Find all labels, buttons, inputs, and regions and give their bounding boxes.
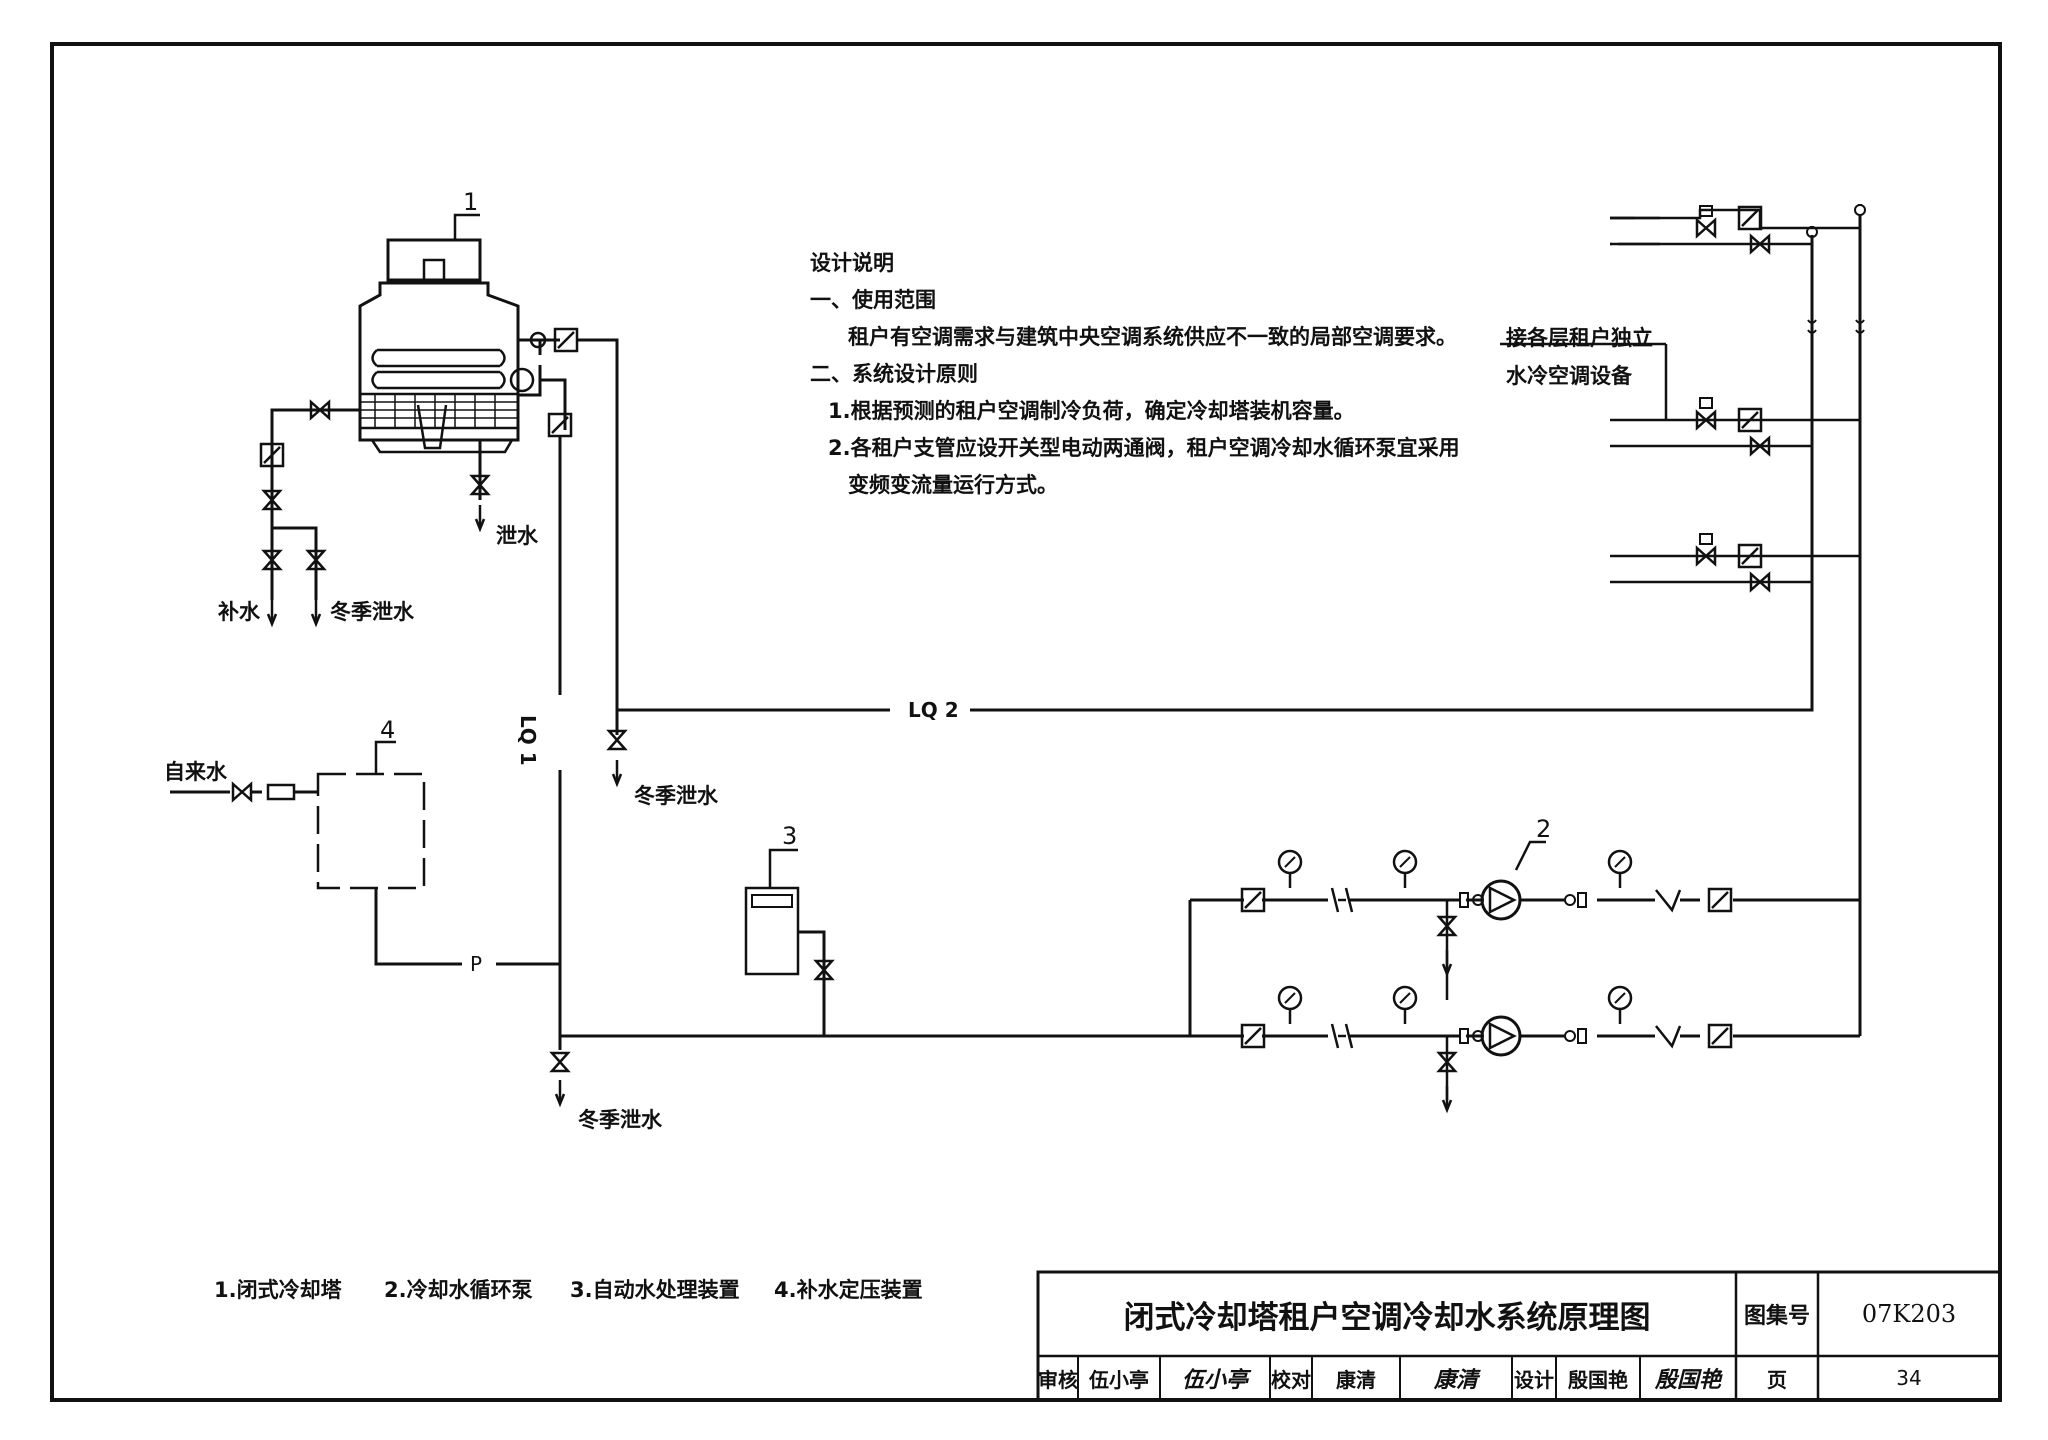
cooling-water-pumps xyxy=(1190,244,1862,1112)
tenant-branches xyxy=(1500,204,1866,592)
title-block-frame xyxy=(1036,1270,2002,1402)
page-number: 34 xyxy=(1896,1366,1922,1390)
design-signature: 殷国艳 xyxy=(1654,1368,1721,1393)
winter-drain-label-3: 冬季泄水 xyxy=(578,1108,662,1132)
design-label: 设计 xyxy=(1514,1367,1554,1392)
pipe-lq1-label: LQ 1 xyxy=(516,715,540,766)
legend-item-4: 4.补水定压装置 xyxy=(774,1278,923,1302)
auto-water-treatment xyxy=(744,848,834,1036)
notes-heading: 设计说明 xyxy=(810,251,894,275)
makeup-pressurization-unit xyxy=(170,740,560,966)
drain-label: 泄水 xyxy=(496,524,538,548)
title-block: 闭式冷却塔租户空调冷却水系统原理图 图集号 07K203 审核 伍小亭 伍小亭 … xyxy=(1038,1272,1998,1400)
makeup-water-label: 补水 xyxy=(218,600,260,624)
item3-tag: 3 xyxy=(782,822,798,850)
review-signature: 伍小亭 xyxy=(1181,1368,1248,1393)
drawing-border xyxy=(50,42,2002,1402)
principle-1: 1.根据预测的租户空调制冷负荷，确定冷却塔装机容量。 xyxy=(828,399,1355,423)
item4-tag: 4 xyxy=(380,716,396,744)
check-name: 康清 xyxy=(1336,1367,1376,1392)
check-label: 校对 xyxy=(1271,1367,1311,1392)
pipe-p-label: P xyxy=(470,952,483,976)
winter-drain-label-1: 冬季泄水 xyxy=(330,600,414,624)
winter-drain-label-2: 冬季泄水 xyxy=(634,784,718,808)
cooling-water-mains xyxy=(518,244,1814,1106)
review-name: 伍小亭 xyxy=(1089,1367,1149,1392)
review-label: 审核 xyxy=(1038,1367,1078,1392)
tower-drain xyxy=(470,440,490,531)
atlas-number: 07K203 xyxy=(1861,1300,1957,1328)
item1-tag: 1 xyxy=(463,188,479,216)
tower-makeup-piping xyxy=(259,400,360,626)
atlas-label: 图集号 xyxy=(1743,1304,1810,1329)
check-signature: 康清 xyxy=(1433,1368,1478,1393)
principle-2: 2.各租户支管应设开关型电动两通阀，租户空调冷却水循环泵宜采用 xyxy=(828,436,1460,460)
item2-tag: 2 xyxy=(1536,815,1552,843)
floors-label-2: 水冷空调设备 xyxy=(1506,364,1632,388)
legend-item-3: 3.自动水处理装置 xyxy=(570,1278,740,1302)
principle-2-cont: 变频变流量运行方式。 xyxy=(848,473,1058,497)
design-name: 殷国艳 xyxy=(1568,1367,1628,1392)
legend-item-1: 1.闭式冷却塔 xyxy=(214,1278,342,1302)
scope-text: 租户有空调需求与建筑中央空调系统供应不一致的局部空调要求。 xyxy=(848,325,1457,349)
legend-item-2: 2.冷却水循环泵 xyxy=(384,1278,533,1302)
tap-water-label: 自来水 xyxy=(164,760,227,784)
design-notes: 设计说明 一、使用范围 租户有空调需求与建筑中央空调系统供应不一致的局部空调要求… xyxy=(810,245,1460,504)
scope-title: 一、使用范围 xyxy=(810,288,936,312)
page-label: 页 xyxy=(1767,1367,1787,1392)
closed-cooling-tower xyxy=(358,213,520,454)
floors-label-1: 接各层租户独立 xyxy=(1506,326,1653,350)
principle-title: 二、系统设计原则 xyxy=(810,362,978,386)
pipe-lq2-label: LQ 2 xyxy=(908,698,959,722)
drawing-title: 闭式冷却塔租户空调冷却水系统原理图 xyxy=(1123,1299,1651,1336)
